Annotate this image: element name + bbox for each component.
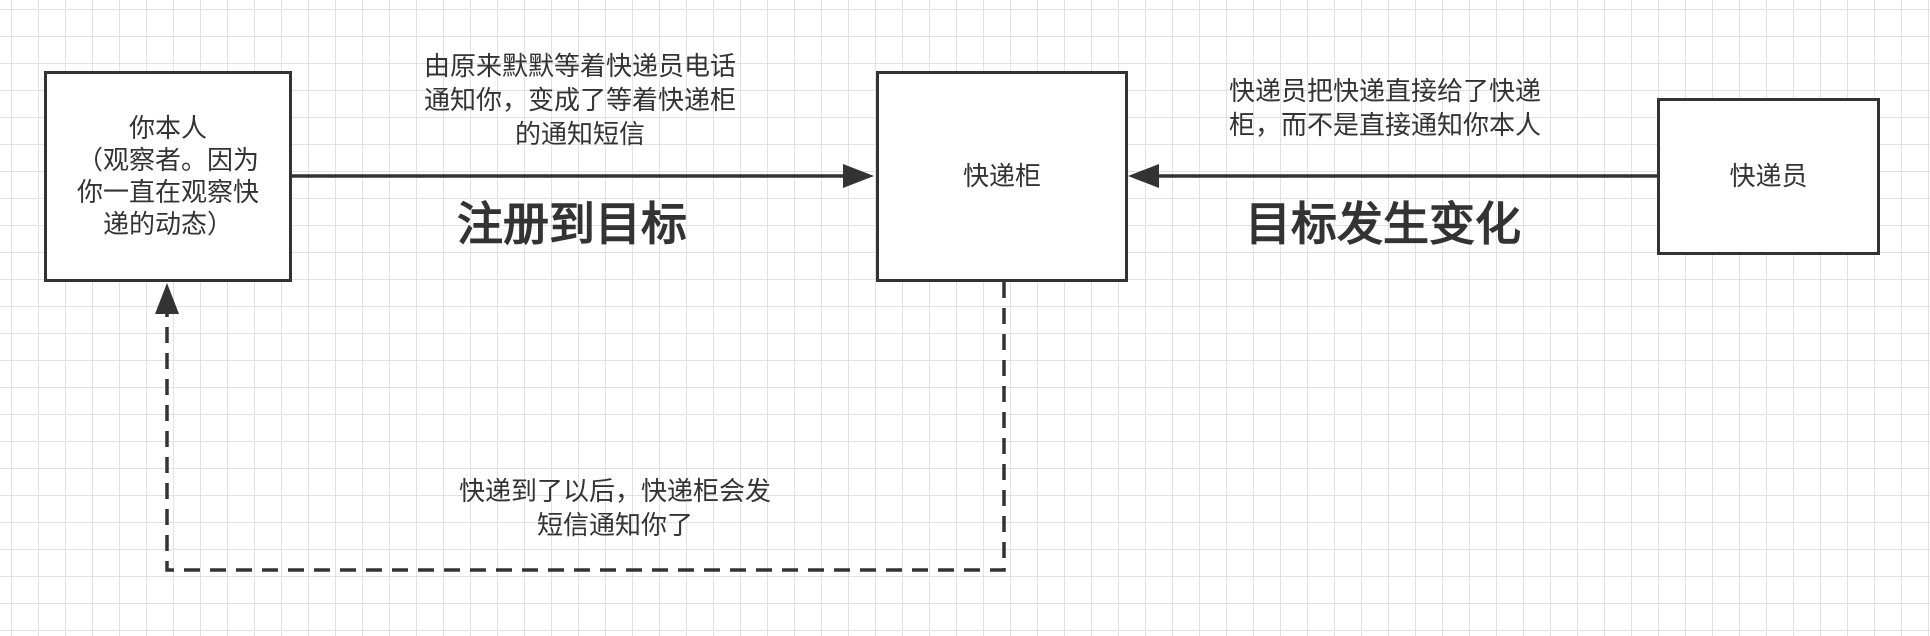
edge-notify-line bbox=[165, 282, 1006, 572]
notify-note: 快递到了以后，快递柜会发 短信通知你了 bbox=[458, 477, 771, 541]
edge-notify-arrowhead bbox=[155, 283, 179, 314]
courier-node[interactable]: 快递员 bbox=[1657, 98, 1880, 255]
change-title: 目标发生变化 bbox=[1245, 197, 1521, 251]
locker-node[interactable]: 快递柜 bbox=[876, 71, 1128, 282]
change-note: 快递员把快递直接给了快递 柜，而不是直接通知你本人 bbox=[1228, 77, 1541, 141]
edge-register-arrowhead bbox=[843, 164, 874, 188]
register-note: 由原来默默等着快递员电话 通知你，变成了等着快递柜 的通知短信 bbox=[423, 52, 736, 150]
observer-node[interactable]: 你本人 （观察者。因为 你一直在观察快 递的动态） bbox=[44, 71, 292, 282]
register-title: 注册到目标 bbox=[457, 197, 687, 251]
edge-change-arrowhead bbox=[1128, 164, 1159, 188]
